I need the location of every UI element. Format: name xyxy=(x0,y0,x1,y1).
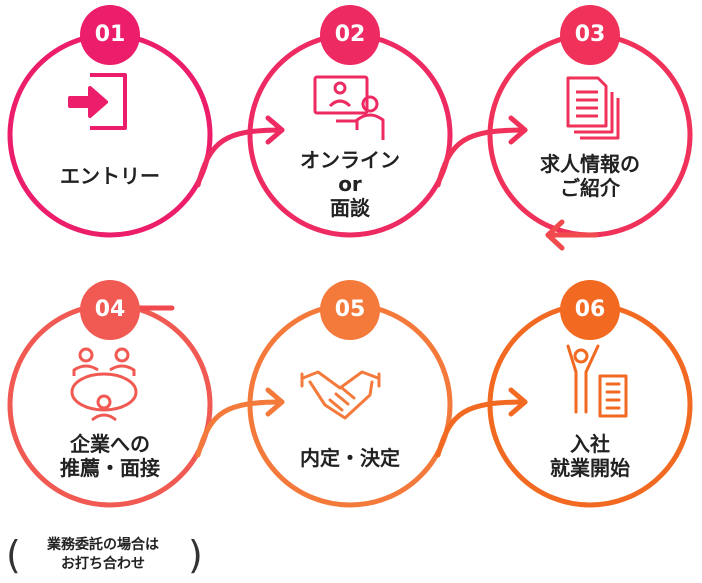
step-number-badge-1: 01 xyxy=(80,5,140,65)
step-label-5: 内定・決定 xyxy=(300,446,400,470)
step-label-6: 入社 就業開始 xyxy=(550,432,630,480)
online-meeting-icon xyxy=(313,75,385,140)
celebration-building-icon xyxy=(566,344,628,418)
step-label-4: 企業への 推薦・面接 xyxy=(60,432,160,480)
step-number-badge-6: 06 xyxy=(560,280,620,340)
connector-arrow-1-2 xyxy=(195,115,285,188)
entry-icon xyxy=(68,73,127,130)
step-label-1: エントリー xyxy=(60,164,160,188)
step-circle-1 xyxy=(7,32,213,238)
step-number-badge-5: 05 xyxy=(320,280,380,340)
step-label-3: 求人情報の ご紹介 xyxy=(540,152,640,200)
step-number-badge-2: 02 xyxy=(320,5,380,65)
step4-footnote: 業務委託の場合は お打ち合わせ xyxy=(47,537,159,572)
connector-arrow-4-5 xyxy=(195,387,285,458)
note-close-paren: ) xyxy=(188,533,203,577)
documents-icon xyxy=(566,76,620,140)
connector-arrow-2-3 xyxy=(435,115,528,188)
handshake-icon xyxy=(300,370,381,420)
step-label-2: オンライン or 面談 xyxy=(300,148,400,220)
meeting-table-icon xyxy=(70,347,138,422)
connector-arrow-5-6 xyxy=(435,387,528,458)
step-number-badge-4: 04 xyxy=(80,280,140,340)
step-number-badge-3: 03 xyxy=(560,5,620,65)
note-open-paren: ( xyxy=(6,533,21,577)
